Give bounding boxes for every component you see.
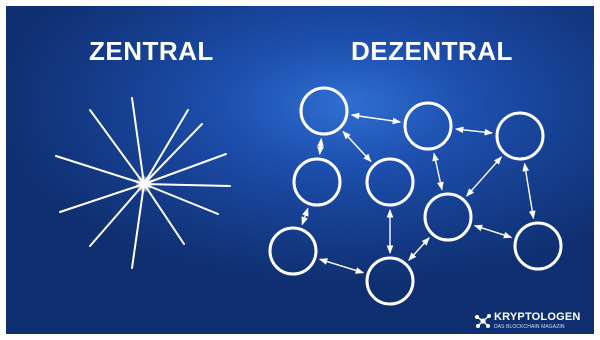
network-node	[268, 226, 318, 276]
logo-tagline: DAS BLOCKCHAIN MAGAZIN	[494, 324, 565, 330]
network-node	[292, 157, 342, 207]
spoke-line	[131, 97, 145, 185]
logo-name: KRYPTOLOGEN	[494, 311, 581, 323]
decentral-nodes	[268, 86, 563, 306]
spoke-line	[143, 183, 219, 215]
diagram-panel: ZENTRAL DEZENTRAL KRYPTOLOGEN DAS BLOCKC…	[6, 6, 594, 334]
network-node	[513, 221, 563, 271]
spoke-line	[131, 183, 145, 269]
network-node	[403, 101, 453, 151]
decentral-links	[301, 112, 536, 274]
spoke-line	[143, 153, 227, 185]
connection-arrow	[408, 237, 430, 261]
spoke-line	[55, 155, 145, 185]
node-cluster-icon	[475, 314, 491, 328]
connection-arrow	[342, 130, 372, 163]
spoke-line	[143, 183, 185, 245]
connection-arrow	[432, 152, 444, 191]
central-network	[55, 97, 231, 269]
network-node	[423, 192, 473, 242]
title-central: ZENTRAL	[89, 36, 214, 66]
network-node	[495, 111, 545, 161]
network-node	[365, 256, 415, 306]
brand-logo: KRYPTOLOGEN DAS BLOCKCHAIN MAGAZIN	[474, 311, 592, 333]
connection-arrow	[455, 126, 493, 136]
network-node	[299, 86, 349, 136]
connection-arrow	[317, 138, 324, 155]
spoke-line	[89, 183, 145, 247]
network-node	[365, 157, 415, 207]
connection-arrow	[318, 258, 365, 274]
connection-arrow	[522, 162, 536, 220]
spoke-line	[143, 183, 231, 187]
central-hub-icon	[140, 180, 148, 188]
spoke-line	[59, 183, 145, 213]
network-diagram	[55, 86, 563, 306]
connection-arrow	[301, 207, 309, 226]
spoke-line	[143, 123, 203, 185]
connection-arrow	[473, 224, 513, 239]
spoke-line	[89, 109, 145, 185]
spoke-line	[143, 109, 189, 185]
connection-arrow	[466, 156, 502, 197]
title-decentral: DEZENTRAL	[351, 36, 513, 66]
connection-arrow	[350, 112, 402, 125]
